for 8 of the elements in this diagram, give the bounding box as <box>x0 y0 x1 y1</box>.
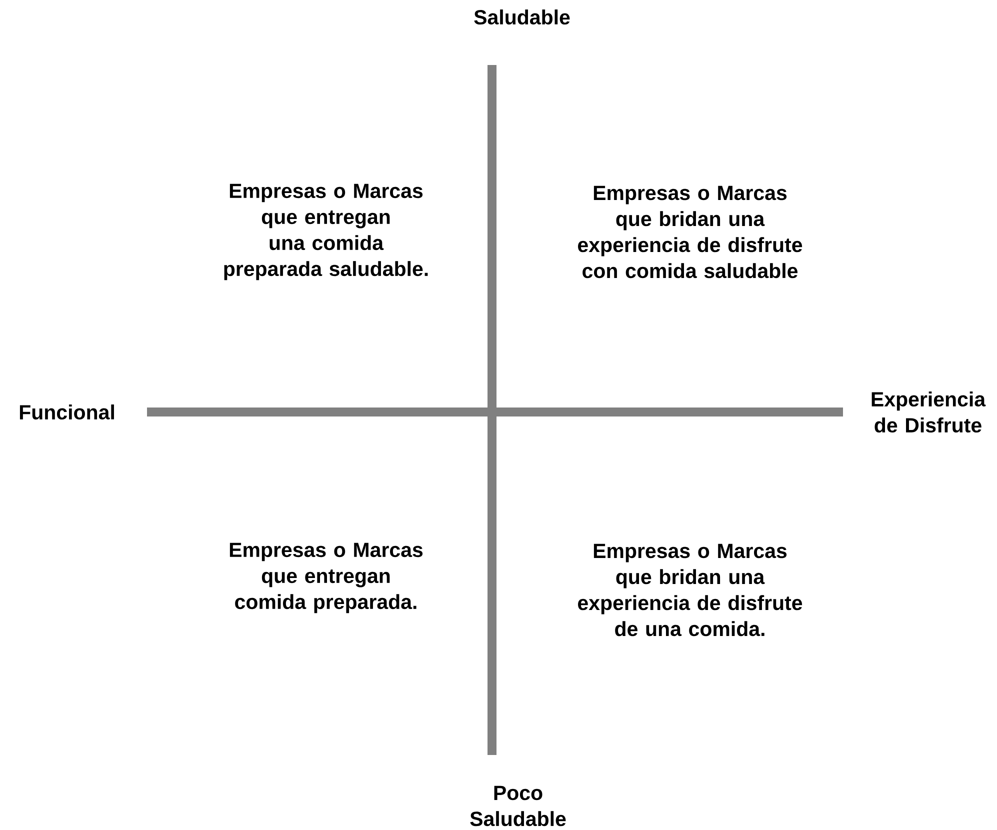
quadrant-text: Empresas o Marcas que entregan una comida preparada saludable. <box>224 184 428 280</box>
axis-label: Experiencia de Disfrute <box>872 391 986 433</box>
axis-label: Saludable <box>474 9 570 25</box>
quadrant-text: Empresas o Marcas que entregan comida preparada. <box>230 542 423 614</box>
quadrant-text: Empresas o Marcas que bridan una experiencia de disfrute con comida saludable <box>578 186 802 278</box>
axis-label: Poco Saludable <box>470 786 566 826</box>
quadrant-text: Empresas o Marcas que bridan una experiencia de disfrute de una comida. <box>578 544 802 636</box>
axis-label: Funcional <box>20 404 114 420</box>
